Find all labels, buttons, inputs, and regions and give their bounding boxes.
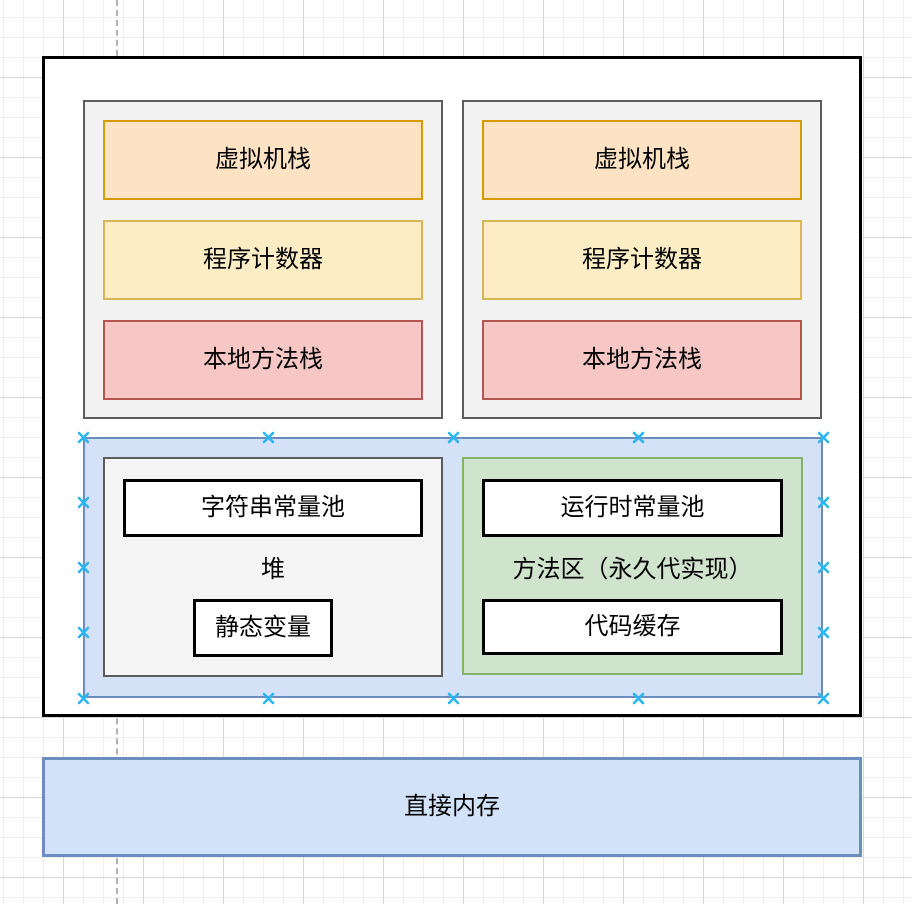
thread-stack-group-left[interactable]: 虚拟机栈 程序计数器 本地方法栈 [83, 100, 443, 419]
string-constant-pool-box[interactable]: 字符串常量池 [123, 479, 423, 537]
program-counter-label: 程序计数器 [582, 245, 702, 273]
direct-memory-bar[interactable]: 直接内存 [42, 757, 862, 857]
connection-point-icon[interactable] [77, 431, 90, 444]
heap-title: 堆 [261, 555, 285, 583]
string-constant-pool-label: 字符串常量池 [201, 493, 345, 521]
connection-point-icon[interactable] [77, 496, 90, 509]
connection-point-icon[interactable] [262, 692, 275, 705]
heap-method-area-container[interactable]: 字符串常量池 堆 静态变量 运行时常量池 方法区（永久代实现） 代码缓存 [83, 437, 823, 698]
runtime-constant-pool-label: 运行时常量池 [560, 493, 705, 521]
runtime-constant-pool-box[interactable]: 运行时常量池 [482, 479, 783, 537]
connection-point-icon[interactable] [632, 431, 645, 444]
connection-point-icon[interactable] [817, 431, 830, 444]
connection-point-icon[interactable] [447, 692, 460, 705]
connection-point-icon[interactable] [817, 626, 830, 639]
connection-point-icon[interactable] [447, 431, 460, 444]
code-cache-box[interactable]: 代码缓存 [482, 599, 783, 655]
thread-stack-group-right[interactable]: 虚拟机栈 程序计数器 本地方法栈 [462, 100, 822, 419]
program-counter-box-right[interactable]: 程序计数器 [482, 220, 802, 300]
jvm-memory-outer-box[interactable]: 虚拟机栈 程序计数器 本地方法栈 虚拟机栈 程序计数器 本地方法栈 [42, 56, 862, 717]
native-method-stack-box-right[interactable]: 本地方法栈 [482, 320, 802, 400]
connection-point-icon[interactable] [817, 561, 830, 574]
connection-point-icon[interactable] [77, 692, 90, 705]
vm-stack-label: 虚拟机栈 [215, 145, 311, 173]
program-counter-label: 程序计数器 [203, 245, 323, 273]
vm-stack-box-right[interactable]: 虚拟机栈 [482, 120, 802, 200]
connection-point-icon[interactable] [632, 692, 645, 705]
method-area-title: 方法区（永久代实现） [512, 555, 753, 583]
connection-point-icon[interactable] [817, 496, 830, 509]
vm-stack-box-left[interactable]: 虚拟机栈 [103, 120, 423, 200]
native-method-stack-box-left[interactable]: 本地方法栈 [103, 320, 423, 400]
connection-point-icon[interactable] [77, 626, 90, 639]
native-method-stack-label: 本地方法栈 [582, 345, 702, 373]
program-counter-box-left[interactable]: 程序计数器 [103, 220, 423, 300]
code-cache-label: 代码缓存 [584, 612, 681, 640]
vm-stack-label: 虚拟机栈 [594, 145, 690, 173]
connection-point-icon[interactable] [817, 692, 830, 705]
direct-memory-label: 直接内存 [404, 792, 500, 820]
heap-box[interactable]: 字符串常量池 堆 静态变量 [103, 457, 443, 677]
static-variables-box[interactable]: 静态变量 [193, 599, 333, 657]
connection-point-icon[interactable] [77, 561, 90, 574]
method-area-box[interactable]: 运行时常量池 方法区（永久代实现） 代码缓存 [462, 457, 803, 675]
connection-point-icon[interactable] [262, 431, 275, 444]
native-method-stack-label: 本地方法栈 [203, 345, 323, 373]
static-variables-label: 静态变量 [215, 613, 311, 641]
